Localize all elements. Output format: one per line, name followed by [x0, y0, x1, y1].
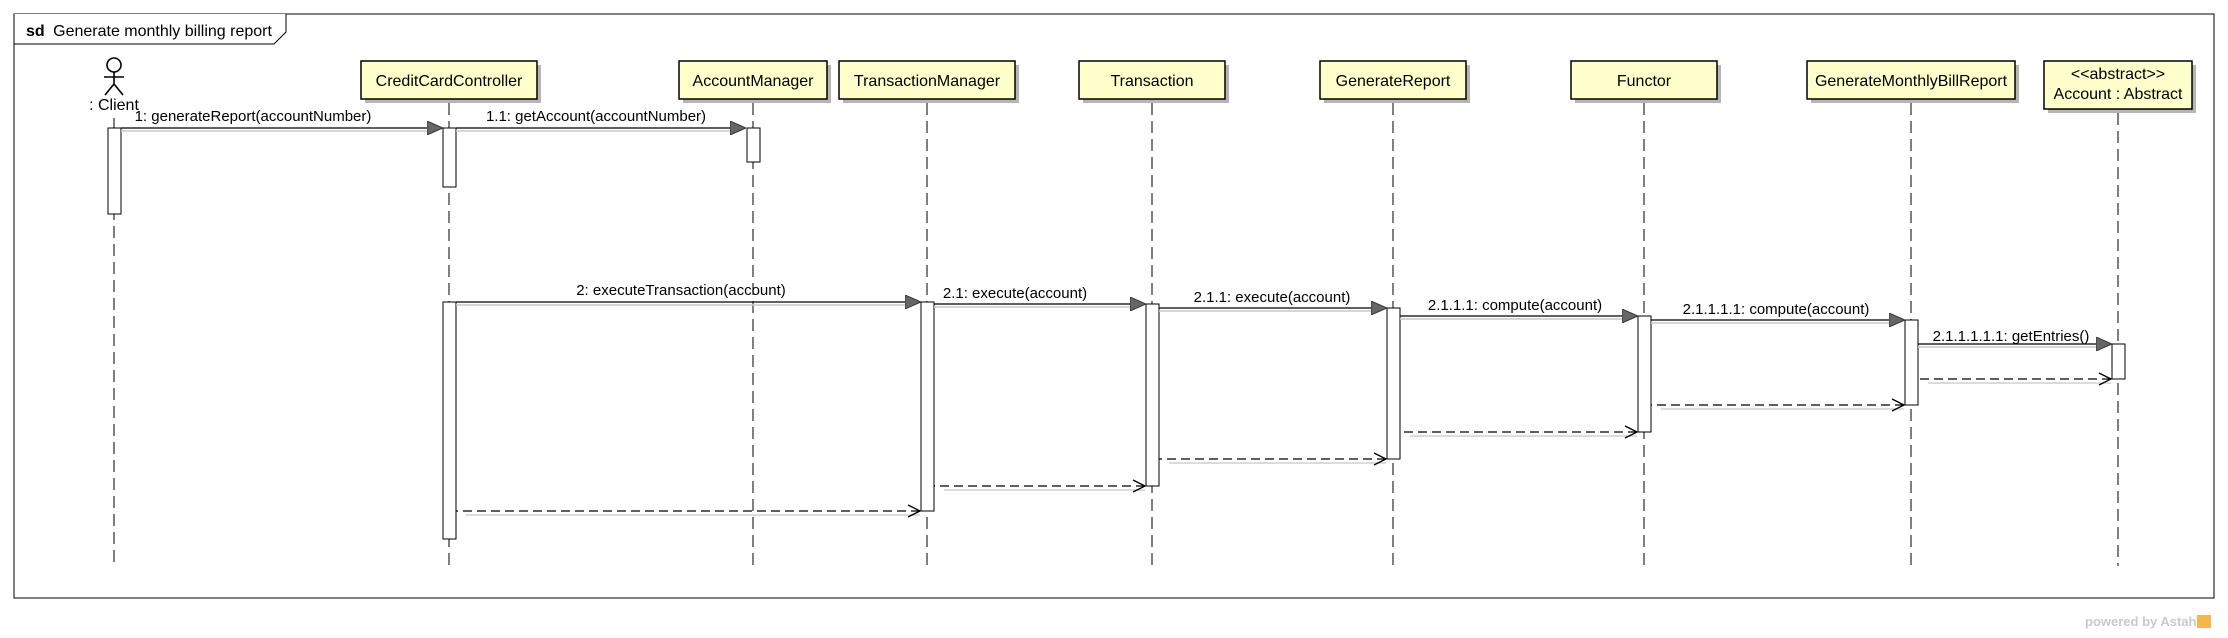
lifeline-am[interactable]: AccountManager	[678, 60, 831, 103]
message-label: 1: generateReport(accountNumber)	[135, 108, 372, 125]
lifeline-stereotype: <<abstract>>	[2071, 66, 2165, 83]
activation-bar-fn	[1637, 315, 1652, 433]
message-return[interactable]	[1651, 405, 1904, 409]
message-call[interactable]: 2.1.1.1.1: compute(account)	[1651, 301, 1904, 323]
lifeline-acc[interactable]: <<abstract>> Account : Abstract	[2043, 60, 2196, 113]
lifeline-label: Account : Abstract	[2054, 86, 2184, 103]
message-call[interactable]: 1: generateReport(accountNumber)	[121, 108, 442, 131]
lifeline-box	[1806, 60, 2016, 100]
lifeline-label: Functor	[1617, 73, 1672, 90]
actor-label: : Client	[89, 97, 139, 114]
lifeline-ccc[interactable]: CreditCardController	[360, 60, 541, 103]
message-label: 2.1.1: execute(account)	[1194, 289, 1351, 306]
lifeline-label: TransactionManager	[854, 73, 1001, 90]
lifeline-tm[interactable]: TransactionManager	[838, 60, 1019, 103]
frame-keyword: sd	[26, 23, 45, 40]
lifeline-box	[838, 60, 1016, 100]
lifeline-label: Transaction	[1111, 73, 1194, 90]
message-return[interactable]	[934, 486, 1145, 490]
frame-tab	[13, 14, 287, 45]
message-call[interactable]: 2.1: execute(account)	[934, 285, 1145, 307]
lifeline-box	[2043, 60, 2193, 110]
lifeline-gr[interactable]: GenerateReport	[1319, 60, 1470, 103]
message-label: 2.1.1.1.1.1: getEntries()	[1933, 328, 2090, 345]
lifeline-fn[interactable]: Functor	[1570, 60, 1721, 103]
lifeline-gmbr[interactable]: GenerateMonthlyBillReport	[1806, 60, 2019, 103]
message-label: 1.1: getAccount(accountNumber)	[486, 108, 706, 125]
activation-bar-client	[107, 127, 122, 215]
lifeline-tr[interactable]: Transaction	[1078, 60, 1229, 103]
watermark-text: powered by Astah	[2085, 614, 2197, 629]
message-label: 2: executeTransaction(account)	[576, 282, 786, 299]
message-call[interactable]: 2.1.1.1.1.1: getEntries()	[1918, 328, 2111, 347]
astah-logo-icon	[2197, 615, 2212, 628]
frame-title-text: Generate monthly billing report	[53, 23, 272, 40]
message-label: 2.1.1.1: compute(account)	[1428, 297, 1602, 314]
activation-bar-tm	[920, 301, 935, 512]
message-return[interactable]	[1159, 459, 1386, 463]
lifeline-label: GenerateMonthlyBillReport	[1815, 73, 2008, 90]
frame-border	[13, 13, 2215, 599]
message-call[interactable]: 2: executeTransaction(account)	[456, 282, 920, 305]
activation-bar-am	[746, 127, 761, 163]
watermark: powered by Astah	[2085, 614, 2212, 629]
lifeline-label: GenerateReport	[1336, 73, 1451, 90]
message-label: 2.1.1.1.1: compute(account)	[1683, 301, 1870, 318]
stick-figure-icon	[104, 57, 124, 96]
activation-bar-tr	[1145, 303, 1160, 487]
message-call[interactable]: 1.1: getAccount(accountNumber)	[456, 108, 745, 131]
activation-bar-ccc	[442, 301, 457, 540]
activation-bar-ccc	[442, 127, 457, 188]
message-call[interactable]: 2.1.1.1: compute(account)	[1400, 297, 1637, 319]
message-call[interactable]: 2.1.1: execute(account)	[1159, 289, 1386, 311]
message-label: 2.1: execute(account)	[943, 285, 1087, 302]
message-return[interactable]	[1400, 432, 1637, 436]
activation-bar-acc	[2111, 343, 2126, 380]
message-return[interactable]	[1918, 379, 2111, 383]
lifeline-label: AccountManager	[693, 73, 815, 90]
actor-client[interactable]: : Client	[89, 57, 139, 114]
lifeline-label: CreditCardController	[376, 73, 523, 90]
message-return[interactable]	[456, 511, 920, 515]
lifeline-box	[678, 60, 828, 100]
activation-bar-gmbr	[1904, 319, 1919, 406]
lifeline-box	[1570, 60, 1718, 100]
activation-bar-gr	[1386, 307, 1401, 460]
lifeline-box	[1078, 60, 1226, 100]
lifeline-box	[360, 60, 538, 100]
lifeline-box	[1319, 60, 1467, 100]
frame-title: sd Generate monthly billing report	[26, 23, 272, 40]
